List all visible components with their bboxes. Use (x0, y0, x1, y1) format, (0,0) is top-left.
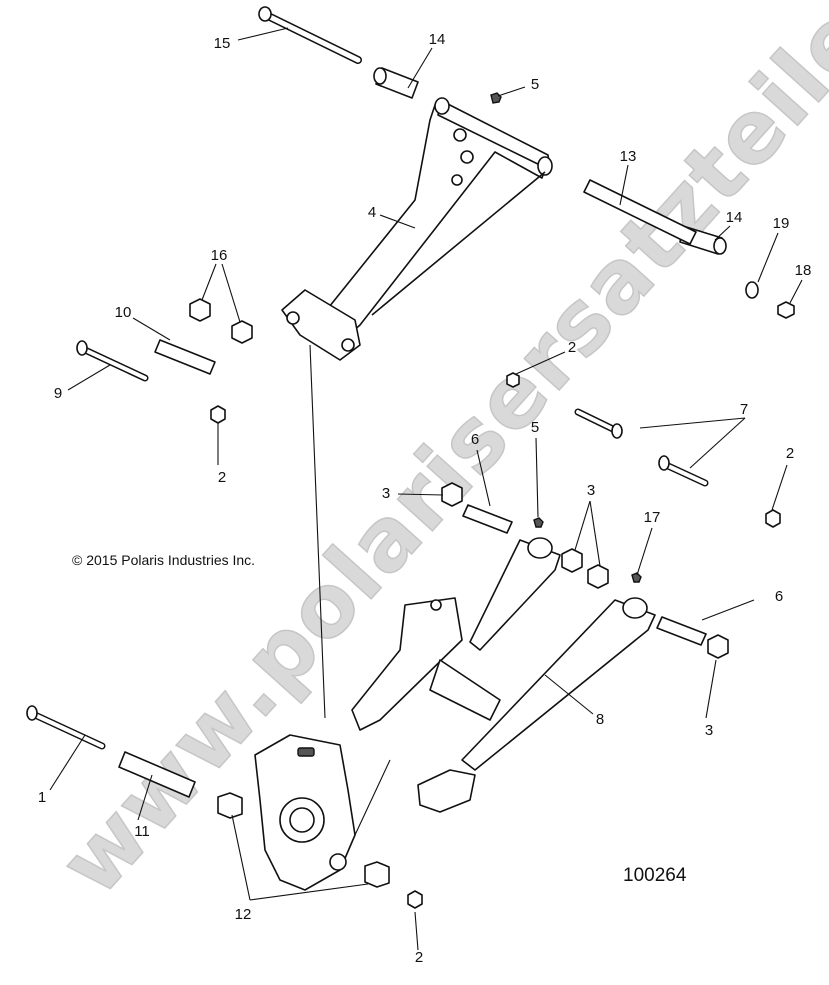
grease-fitting-part-5 (533, 517, 544, 528)
callout-label: 3 (382, 485, 390, 502)
callout-label: 19 (773, 215, 790, 232)
bushing-part-3 (707, 634, 729, 659)
sleeve-part-6 (462, 504, 513, 534)
bushing-part-16-right (231, 320, 253, 344)
knuckle-assembly (254, 734, 356, 891)
callout-label: 14 (429, 31, 446, 48)
trailing-arm-part-4 (281, 97, 553, 361)
callout-label: 14 (726, 209, 743, 226)
callout-label: 3 (587, 482, 595, 499)
bushing-part-14-upper (373, 67, 419, 99)
bolt-part-9 (76, 340, 149, 382)
bushing-part-3 (561, 548, 583, 573)
assembly-guide-line (309, 344, 326, 719)
bolt-part-7 (574, 408, 709, 487)
callout-label: 2 (786, 445, 794, 462)
callout-label: 11 (134, 823, 150, 840)
figure-number: 100264 (623, 865, 687, 886)
callout-label: 4 (368, 204, 376, 221)
bushing-part-12 (364, 861, 390, 888)
assembly-guide-line (354, 759, 391, 836)
bushing-part-3 (587, 564, 609, 589)
sleeve-part-10 (154, 339, 216, 375)
callout-label: 5 (531, 76, 539, 93)
nut-part-2 (506, 372, 520, 388)
callout-label: 18 (795, 262, 812, 279)
bushing-part-12 (217, 792, 243, 819)
sleeve-part-11 (118, 751, 196, 798)
copyright-notice: © 2015 Polaris Industries Inc. (72, 552, 255, 568)
grease-fitting-part-17 (631, 572, 642, 583)
bolt-part-15 (258, 6, 362, 64)
callout-label: 15 (214, 35, 231, 52)
callout-label: 2 (568, 339, 576, 356)
grease-fitting-part-5 (490, 92, 502, 104)
callout-label: 17 (644, 509, 661, 526)
washer-part-19 (745, 281, 759, 299)
bushing-part-16-left (189, 298, 211, 322)
callout-label: 16 (211, 247, 228, 264)
callout-label: 12 (235, 906, 252, 923)
callout-leader-lines (49, 27, 803, 951)
callout-label: 3 (705, 722, 713, 739)
callout-label: 8 (596, 711, 604, 728)
sleeve-part-6 (656, 616, 707, 646)
callout-label: 13 (620, 148, 637, 165)
callout-label: 9 (54, 385, 62, 402)
callout-label: 2 (218, 469, 226, 486)
callout-label: 6 (775, 588, 783, 605)
callout-label: 7 (740, 401, 748, 418)
control-arm-part-8 (351, 537, 656, 813)
pivot-tube-part-13 (583, 179, 697, 245)
callout-label: 5 (531, 419, 539, 436)
nut-part-18 (777, 301, 795, 319)
nut-part-2 (210, 405, 226, 424)
bushing-part-3 (441, 482, 463, 507)
bolt-part-1 (26, 705, 106, 750)
nut-part-2 (407, 890, 423, 909)
callout-label: 1 (38, 789, 46, 806)
nut-part-2 (765, 509, 781, 528)
callout-label: 10 (115, 304, 132, 321)
callout-label: 6 (471, 431, 479, 448)
callout-label: 2 (415, 949, 423, 966)
